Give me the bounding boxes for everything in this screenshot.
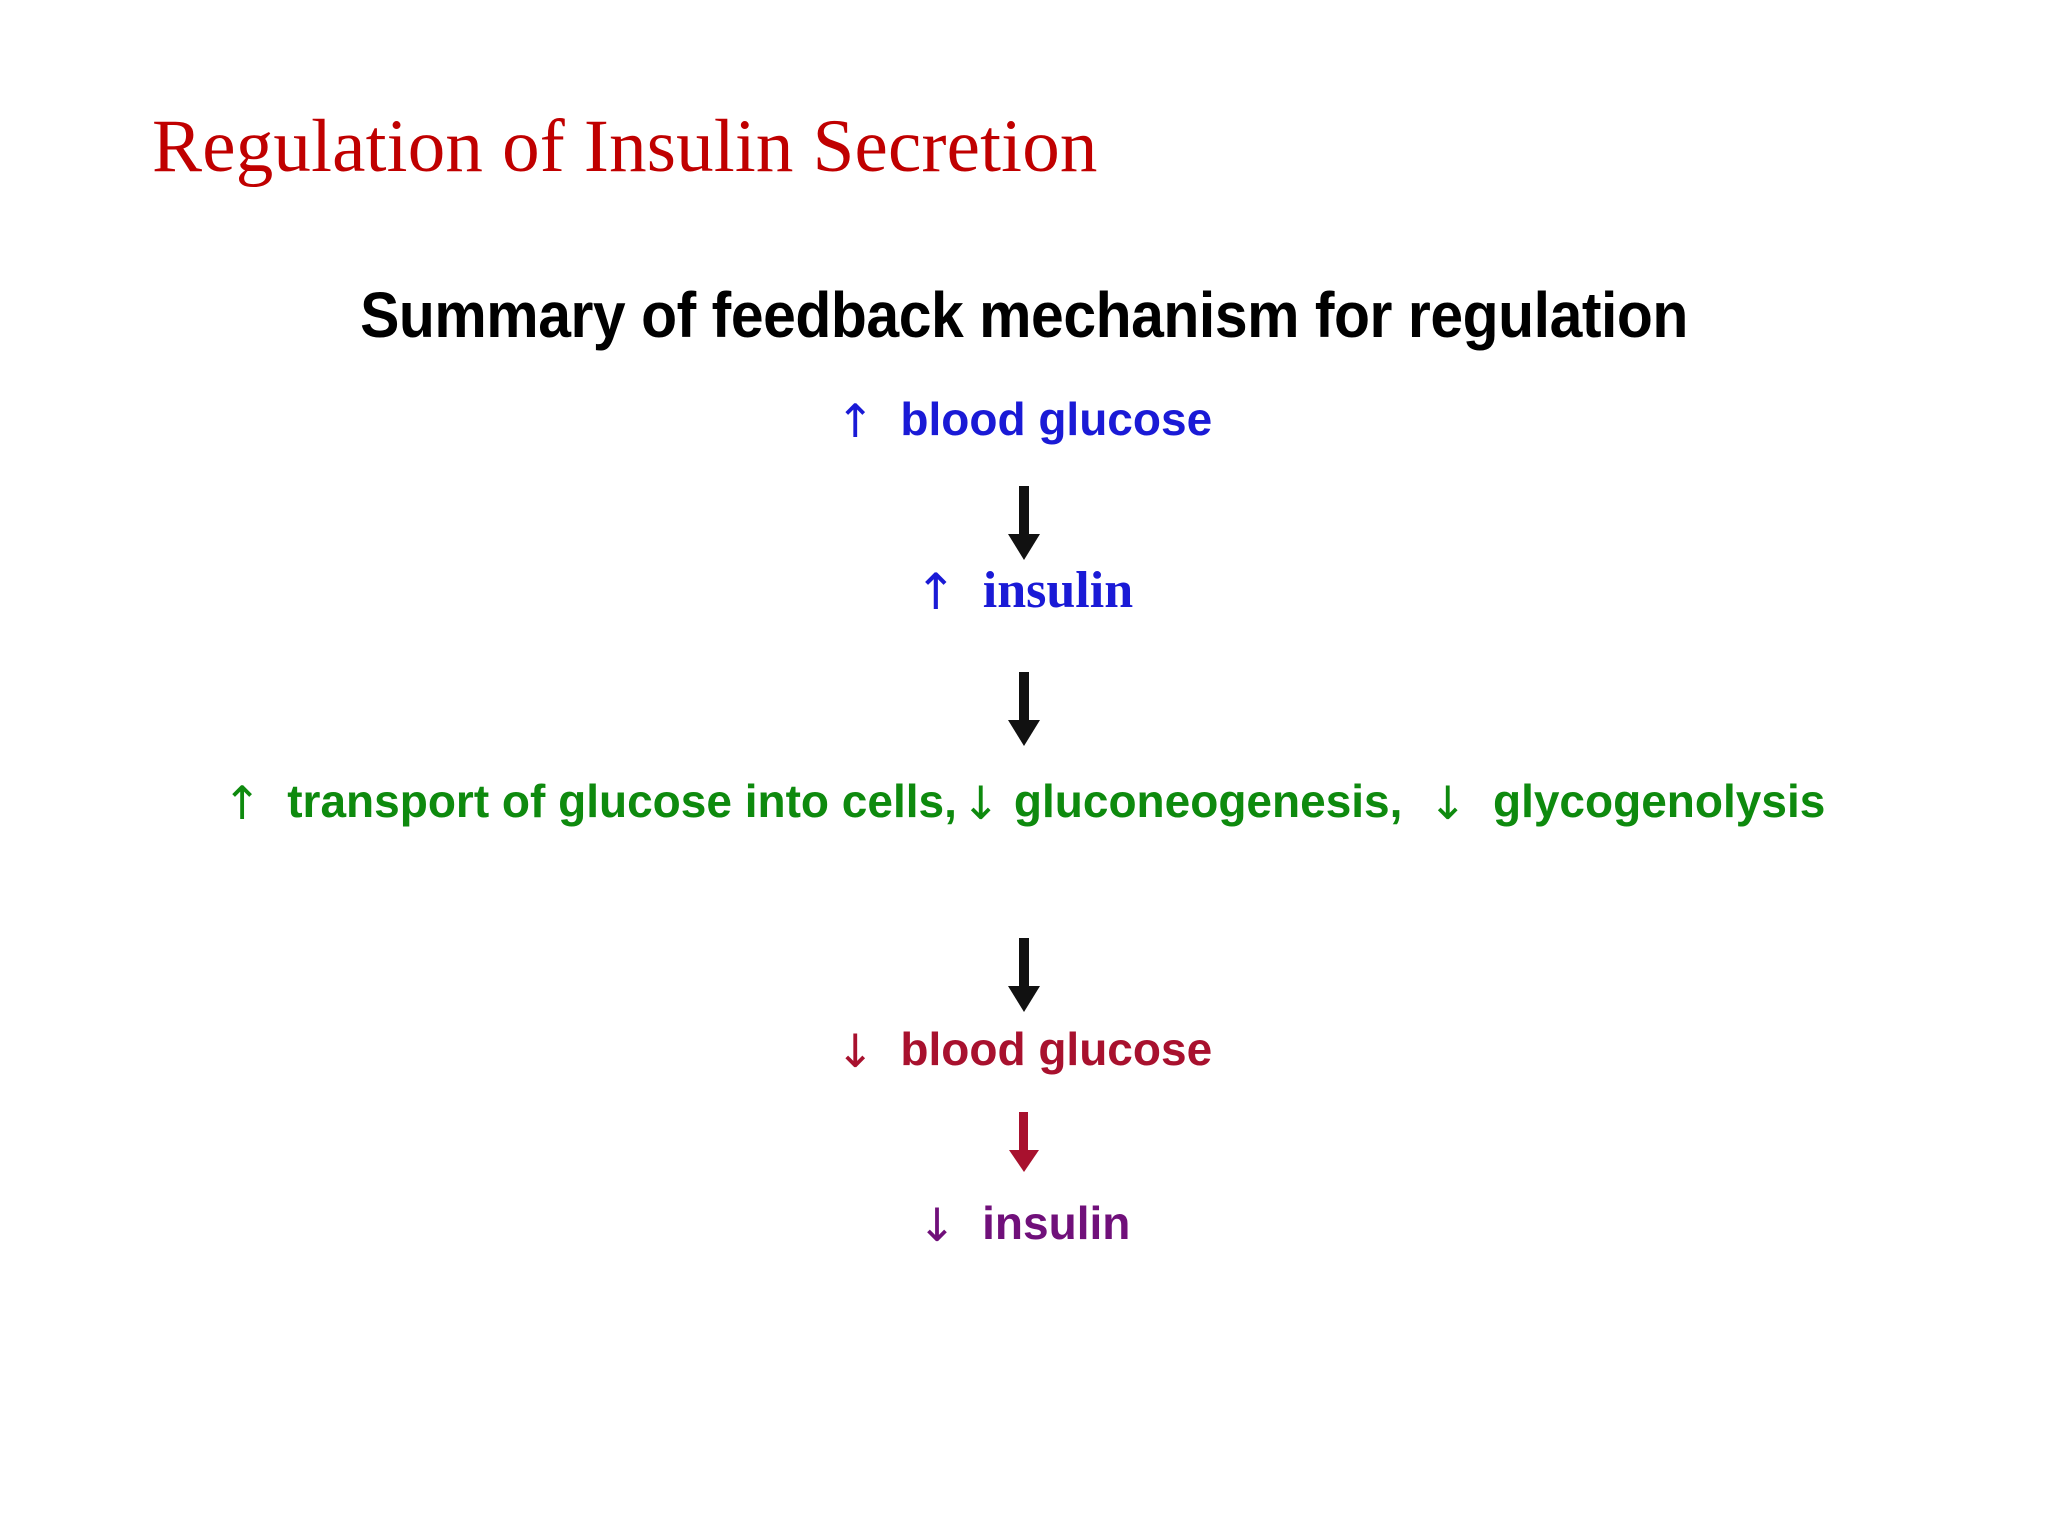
- connector-arrow-1: [0, 486, 2048, 564]
- up-arrow-icon: ↑: [222, 776, 262, 830]
- down-arrow-icon: [1008, 938, 1040, 1012]
- up-arrow-icon: ↑: [914, 563, 957, 621]
- flow-step-decrease-blood-glucose: ↓ blood glucose: [0, 1022, 2048, 1078]
- slide-subtitle: Summary of feedback mechanism for regula…: [360, 279, 1688, 351]
- flow-step-3-line-1-label: transport of glucose into cells,: [287, 775, 957, 827]
- flow-step-increase-blood-glucose: ↑ blood glucose: [0, 392, 2048, 448]
- flow-step-5-text: ↓ insulin: [918, 1196, 1131, 1252]
- flow-step-5-label: insulin: [982, 1197, 1131, 1249]
- flow-step-2-text: ↑ insulin: [915, 560, 1133, 622]
- flow-step-3-label-gluconeogenesis: gluconeogenesis,: [1013, 775, 1403, 827]
- down-arrow-icon: [1008, 672, 1040, 746]
- flow-step-4-label: blood glucose: [900, 1023, 1213, 1075]
- connector-arrow-4: [0, 1112, 2048, 1174]
- flow-step-3-line-2: ↓gluconeogenesis,↓glycogenolysis: [961, 774, 1825, 830]
- up-arrow-icon: ↑: [835, 394, 875, 448]
- page-title: Regulation of Insulin Secretion: [152, 105, 1098, 188]
- down-arrow-icon: [1008, 486, 1040, 560]
- connector-arrow-3: [0, 938, 2048, 1016]
- down-arrow-icon: ↓: [917, 1198, 957, 1252]
- flow-step-glucose-effects: ↑transport of glucose into cells, ↓gluco…: [0, 748, 2048, 830]
- flow-step-1-label: blood glucose: [900, 393, 1213, 445]
- down-arrow-icon: [1009, 1112, 1039, 1172]
- flow-step-decrease-insulin: ↓ insulin: [0, 1196, 2048, 1252]
- flow-step-2-label: insulin: [982, 562, 1134, 619]
- flow-step-1-text: ↑ blood glucose: [836, 392, 1212, 448]
- down-arrow-icon: ↓: [961, 776, 1000, 830]
- down-arrow-icon: ↓: [835, 1024, 875, 1078]
- flow-step-increase-insulin: ↑ insulin: [0, 560, 2048, 622]
- flow-step-3-line-1: ↑ transport of glucose into cells,: [223, 774, 957, 830]
- flow-step-4-text: ↓ blood glucose: [836, 1022, 1212, 1078]
- flow-step-3-label-glycogenolysis: glycogenolysis: [1492, 775, 1826, 827]
- connector-arrow-2: [0, 672, 2048, 750]
- down-arrow-icon: ↓: [1428, 776, 1467, 830]
